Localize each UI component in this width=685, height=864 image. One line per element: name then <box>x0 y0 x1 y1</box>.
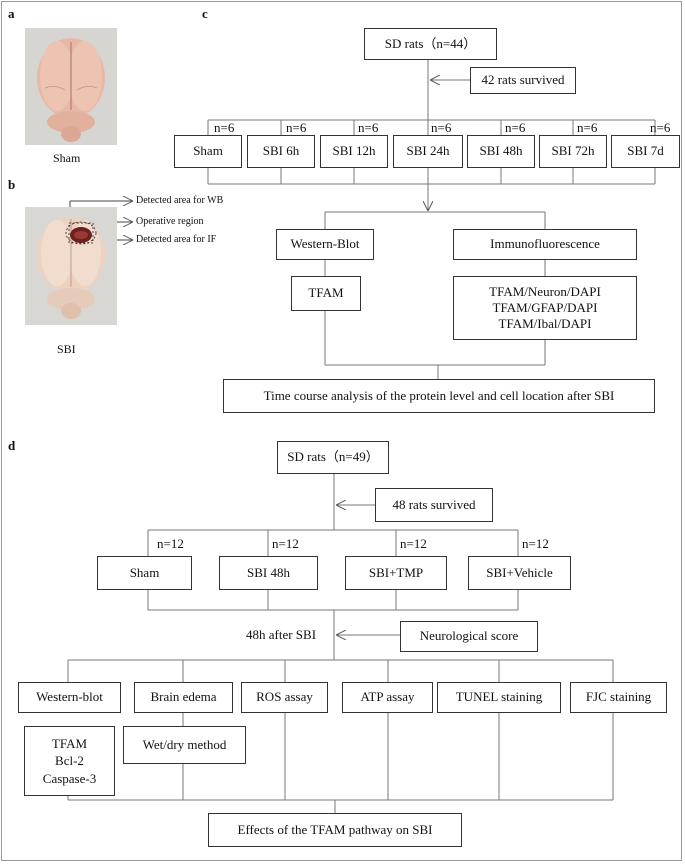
c-wb-tfam-box: TFAM <box>291 276 361 311</box>
d-group-sbi-48h: SBI 48h <box>219 556 318 590</box>
d-n-sham: n=12 <box>157 536 184 551</box>
d-sd-rats-box: SD rats（n=49） <box>277 441 389 474</box>
c-n-24h: n=6 <box>431 120 452 135</box>
d-result-box: Effects of the TFAM pathway on SBI <box>208 813 462 847</box>
d-wet-dry-box: Wet/dry method <box>123 726 246 764</box>
d-group-sham: Sham <box>97 556 192 590</box>
d-assay-ros: ROS assay <box>241 682 328 713</box>
c-n-sham: n=6 <box>214 120 235 135</box>
c-if-targets-box: TFAM/Neuron/DAPI TFAM/GFAP/DAPI TFAM/Iba… <box>453 276 637 340</box>
c-group-sbi-24h: SBI 24h <box>393 135 463 168</box>
c-survived-box: 42 rats survived <box>470 67 576 94</box>
c-if-target: TFAM/GFAP/DAPI <box>492 299 598 315</box>
d-assay-atp: ATP assay <box>342 682 433 713</box>
c-n-7d: n=6 <box>650 120 671 135</box>
d-assay-brain-edema: Brain edema <box>134 682 233 713</box>
c-n-48h: n=6 <box>505 120 526 135</box>
annotation-operative-region: Operative region <box>136 216 204 227</box>
c-n-12h: n=6 <box>358 120 379 135</box>
panel-label-b: b <box>8 177 16 192</box>
d-after-sbi-label: 48h after SBI <box>246 627 317 642</box>
c-group-sham: Sham <box>174 135 242 168</box>
c-n-72h: n=6 <box>577 120 598 135</box>
c-if-target: TFAM/Neuron/DAPI <box>489 283 601 299</box>
c-sd-rats-box: SD rats（n=44） <box>364 28 497 60</box>
c-group-sbi-72h: SBI 72h <box>539 135 607 168</box>
panel-label-c: c <box>202 6 208 21</box>
c-western-blot-box: Western-Blot <box>276 229 374 260</box>
panel-label-a: a <box>8 6 15 21</box>
annotation-wb-area: Detected area for WB <box>136 195 224 206</box>
sham-caption: Sham <box>53 151 81 165</box>
d-wb-target: Caspase-3 <box>42 770 97 786</box>
c-group-sbi-12h: SBI 12h <box>320 135 388 168</box>
d-n-tmp: n=12 <box>400 536 427 551</box>
c-group-sbi-6h: SBI 6h <box>247 135 315 168</box>
c-immunofluorescence-box: Immunofluorescence <box>453 229 637 260</box>
c-group-sbi-7d: SBI 7d <box>611 135 680 168</box>
c-group-sbi-48h: SBI 48h <box>467 135 535 168</box>
c-if-target: TFAM/Ibal/DAPI <box>498 316 592 332</box>
d-wb-targets-box: TFAM Bcl-2 Caspase-3 <box>24 726 115 796</box>
d-assay-tunel: TUNEL staining <box>437 682 561 713</box>
sham-brain-photo <box>25 28 117 145</box>
d-wb-target: TFAM <box>51 735 88 751</box>
d-n-48h: n=12 <box>272 536 299 551</box>
d-assay-fjc: FJC staining <box>570 682 667 713</box>
panel-label-d: d <box>8 438 16 453</box>
c-n-6h: n=6 <box>286 120 307 135</box>
d-wb-target: Bcl-2 <box>55 753 84 769</box>
d-group-sbi-vehicle: SBI+Vehicle <box>468 556 571 590</box>
d-neurological-score-box: Neurological score <box>400 621 538 652</box>
annotation-if-area: Detected area for IF <box>136 234 217 245</box>
d-group-sbi-tmp: SBI+TMP <box>345 556 447 590</box>
d-assay-western-blot: Western-blot <box>18 682 121 713</box>
sbi-caption: SBI <box>57 342 76 356</box>
d-survived-box: 48 rats survived <box>375 488 493 522</box>
sbi-brain-photo <box>25 207 117 325</box>
d-n-vehicle: n=12 <box>522 536 549 551</box>
c-result-box: Time course analysis of the protein leve… <box>223 379 655 413</box>
